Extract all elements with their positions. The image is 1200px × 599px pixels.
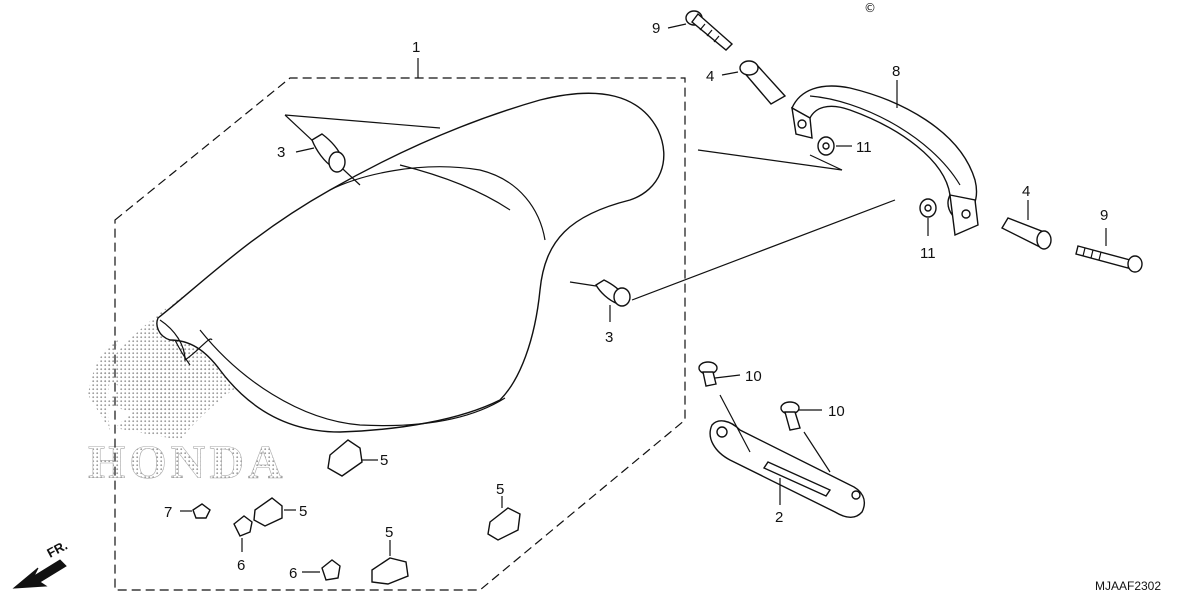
front-label: FR. — [44, 538, 70, 561]
nut-part-6-upper — [233, 515, 253, 552]
callout-2: 2 — [775, 509, 783, 526]
bolt-part-10-upper — [698, 361, 751, 453]
nut-part-7 — [180, 503, 211, 519]
callout-5-right: 5 — [496, 481, 504, 498]
honda-watermark: HONDA — [88, 436, 287, 489]
bolt-part-9-upper — [667, 10, 734, 51]
callout-1: 1 — [412, 39, 420, 56]
bolt-part-10-lower — [780, 401, 831, 473]
bracket-part-2 — [709, 420, 866, 518]
callout-5-center: 5 — [385, 524, 393, 541]
nut-part-6-lower — [302, 559, 341, 581]
collar-part-4-upper — [721, 60, 787, 105]
diagram-code: MJAAF2302 — [1095, 579, 1161, 593]
callout-3-upper: 3 — [277, 144, 285, 161]
grab-rail-part-8 — [791, 80, 979, 237]
callout-6-upper: 6 — [237, 557, 245, 574]
callout-11-lower: 11 — [920, 245, 936, 262]
washer-part-11-lower — [919, 198, 937, 236]
grommet-part-3-upper — [295, 133, 346, 173]
clip-part-5-left — [253, 497, 296, 527]
callout-8: 8 — [892, 63, 900, 80]
callout-4-lower: 4 — [1022, 183, 1030, 200]
seat-part-1 — [156, 92, 665, 433]
callout-4-upper: 4 — [706, 68, 714, 85]
clip-part-5-seat — [327, 439, 378, 477]
collar-part-4-lower — [1001, 200, 1052, 250]
callout-10-upper: 10 — [745, 368, 762, 385]
seat-assembly-dashed-box — [114, 77, 686, 591]
copyright-icon: © — [864, 1, 876, 15]
clip-part-5-center — [371, 540, 409, 585]
callout-3-lower: 3 — [605, 329, 613, 346]
front-direction-arrow-icon: FR. — [12, 538, 70, 589]
callout-5-seat: 5 — [380, 452, 388, 469]
clip-part-5-right — [487, 496, 521, 541]
callout-10-lower: 10 — [828, 403, 845, 420]
washer-part-11-upper — [817, 136, 852, 156]
bolt-part-9-lower — [1075, 228, 1143, 273]
callout-6-lower: 6 — [289, 565, 297, 582]
callout-9-upper: 9 — [652, 20, 660, 37]
callout-7: 7 — [164, 504, 172, 521]
callout-5-left: 5 — [299, 503, 307, 520]
grommet-part-3-lower — [569, 279, 631, 322]
callout-11-upper: 11 — [856, 139, 872, 156]
callout-9-lower: 9 — [1100, 207, 1108, 224]
